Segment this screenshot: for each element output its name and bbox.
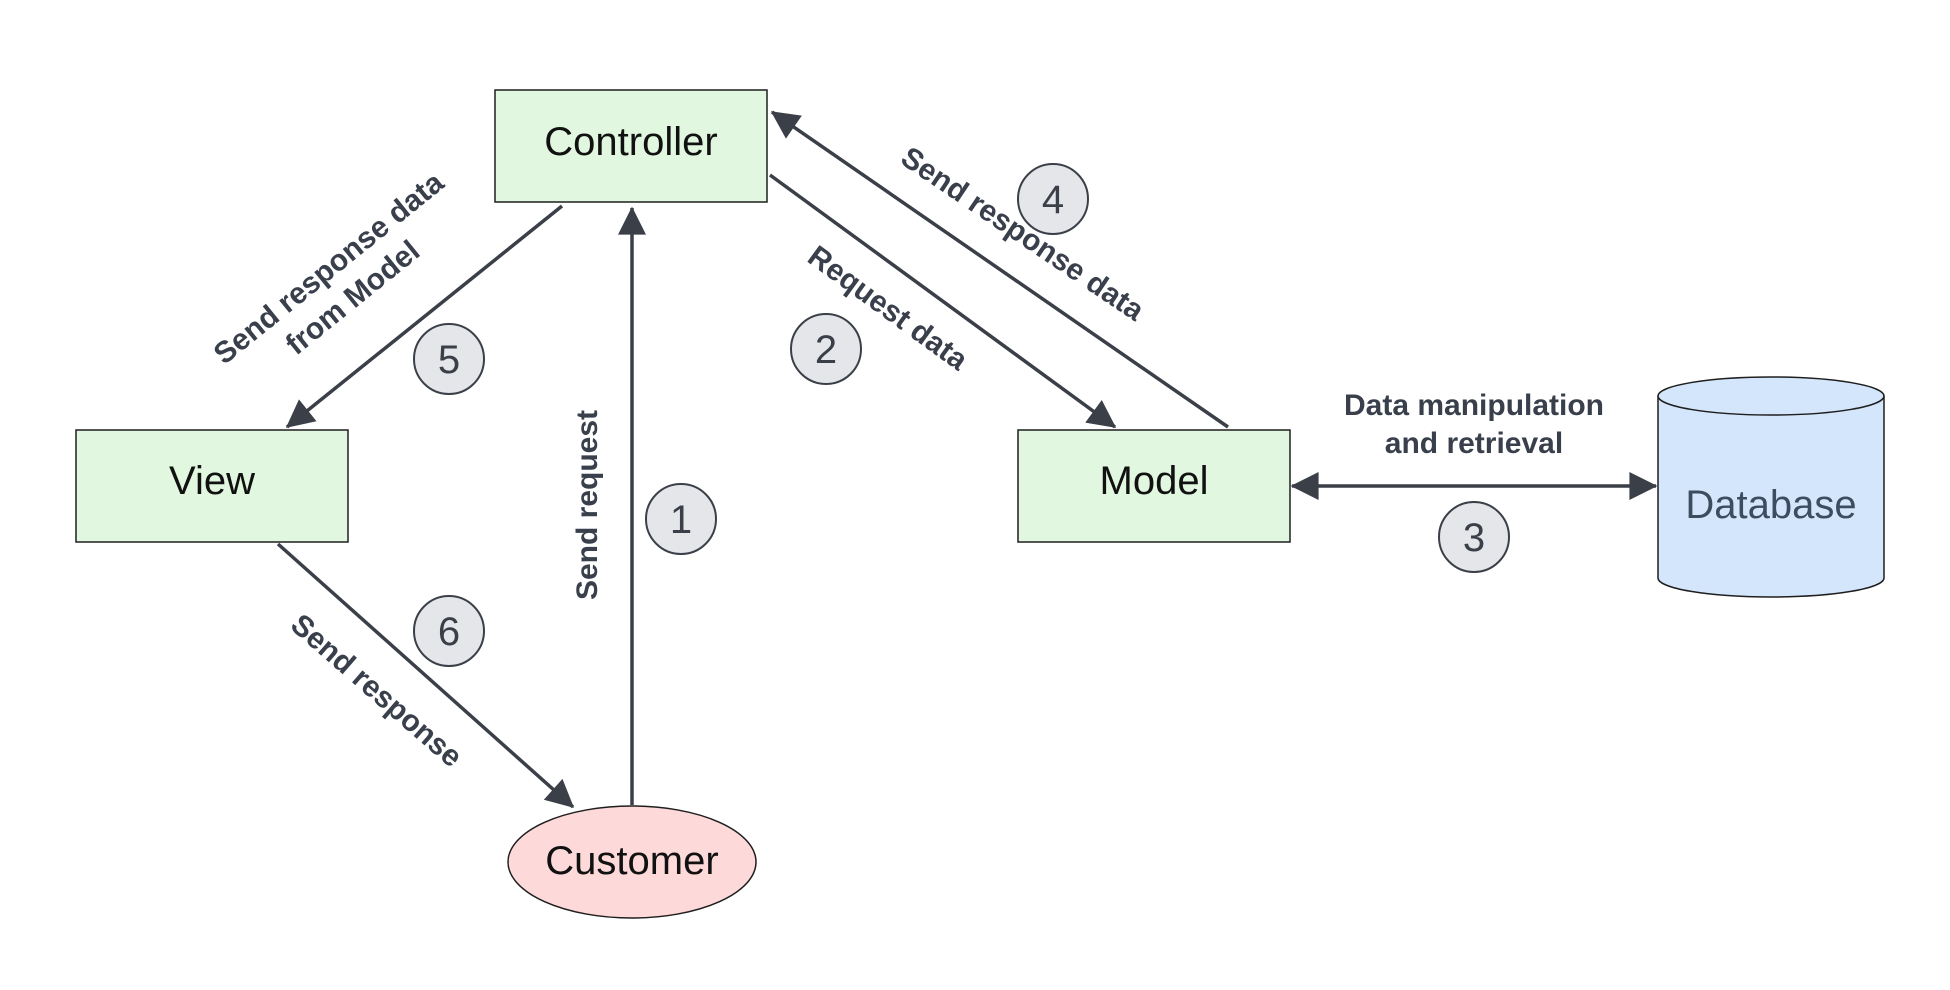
- view-node[interactable]: View: [75, 429, 349, 543]
- send-request-label: Send request: [571, 410, 604, 600]
- controller-label: Controller: [544, 120, 717, 164]
- database-label: Database: [1685, 483, 1856, 527]
- send-response-data-label: Send response data: [895, 141, 1150, 328]
- step-badge-1: 1: [645, 483, 717, 555]
- model-node[interactable]: Model: [1017, 429, 1291, 543]
- step-number-2: 2: [815, 328, 837, 372]
- customer-label: Customer: [545, 839, 718, 883]
- step-number-6: 6: [438, 610, 460, 654]
- database-node[interactable]: Database: [1657, 376, 1885, 598]
- edge-view-to-customer: [276, 542, 575, 809]
- step-number-4: 4: [1042, 178, 1064, 222]
- step-badge-3: 3: [1438, 501, 1510, 573]
- step-badge-2: 2: [790, 313, 862, 385]
- view-label: View: [169, 459, 255, 503]
- edge-model-to-controller: [770, 110, 1229, 429]
- db-label-line1: Data manipulation: [1344, 389, 1604, 422]
- customer-node[interactable]: Customer: [507, 805, 757, 919]
- edge-controller-to-view: [285, 204, 564, 429]
- step-number-1: 1: [670, 498, 692, 542]
- controller-node[interactable]: Controller: [494, 89, 768, 203]
- step-badge-5: 5: [413, 323, 485, 395]
- step-number-3: 3: [1463, 516, 1485, 560]
- edge-controller-to-model: [768, 173, 1117, 429]
- model-label: Model: [1100, 459, 1209, 503]
- step-number-5: 5: [438, 338, 460, 382]
- step-badge-4: 4: [1017, 163, 1089, 235]
- step-badge-6: 6: [413, 595, 485, 667]
- db-label-line2: and retrieval: [1385, 427, 1563, 460]
